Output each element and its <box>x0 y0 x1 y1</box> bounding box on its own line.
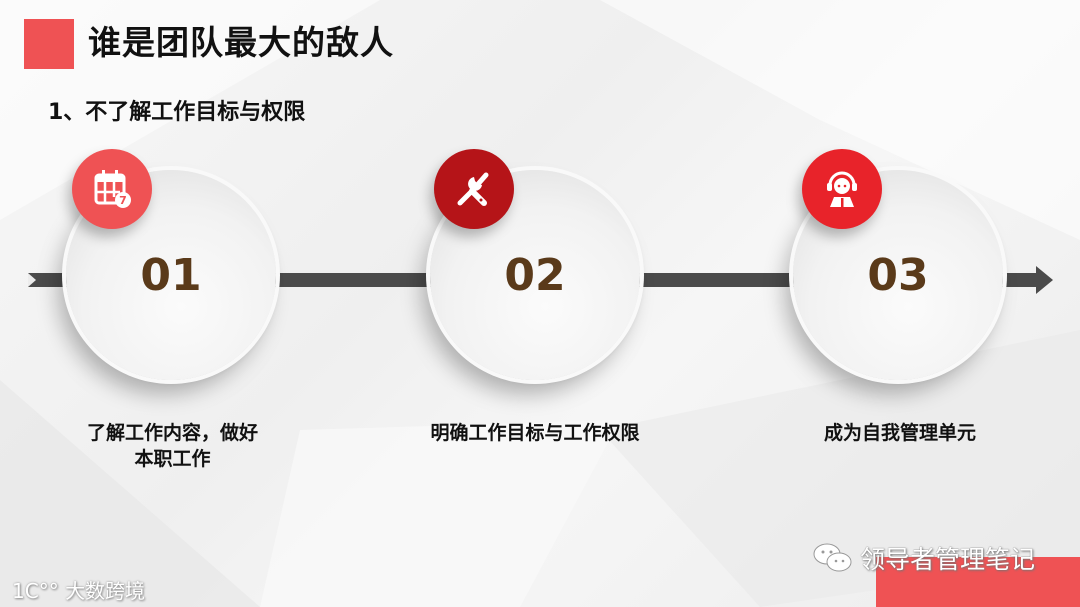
footer-accent-block <box>876 557 1080 607</box>
step-label-line: 了解工作内容，做好 <box>86 422 258 444</box>
timeline-arrow-tail <box>28 273 36 287</box>
step-number: 03 <box>867 249 929 301</box>
step-number: 02 <box>504 249 566 301</box>
customer-service-icon <box>827 171 857 207</box>
watermark-text: 领导者管理笔记 <box>860 545 1036 574</box>
watermark-text: 大数跨境 <box>65 579 146 603</box>
brand-logo-icon: 1C°° <box>12 579 59 603</box>
timeline-arrow-head <box>1036 266 1053 294</box>
step-icon-badge-1: 7 <box>72 149 152 229</box>
step-icon-badge-3 <box>802 149 882 229</box>
step-label-1: 了解工作内容，做好 本职工作 <box>60 420 285 472</box>
wechat-icon <box>813 543 852 572</box>
footer-right-watermark: 领导者管理笔记 <box>812 540 1035 576</box>
step-label-2: 明确工作目标与工作权限 <box>400 420 670 446</box>
step-label-line: 本职工作 <box>134 448 211 470</box>
slide-title: 谁是团队最大的敌人 <box>88 23 394 62</box>
step-label-3: 成为自我管理单元 <box>790 420 1010 446</box>
slide-subtitle: 1、不了解工作目标与权限 <box>48 100 306 125</box>
step-label-line: 成为自我管理单元 <box>823 422 976 444</box>
title-accent-square <box>24 19 74 69</box>
step-number: 01 <box>140 249 202 301</box>
footer-left-watermark: 1C°° 大数跨境 <box>12 575 145 604</box>
tools-icon <box>457 172 489 206</box>
step-icon-badge-2 <box>434 149 514 229</box>
step-label-line: 明确工作目标与工作权限 <box>430 422 640 444</box>
calendar-icon: 7 <box>94 170 131 208</box>
svg-text:7: 7 <box>119 194 127 207</box>
